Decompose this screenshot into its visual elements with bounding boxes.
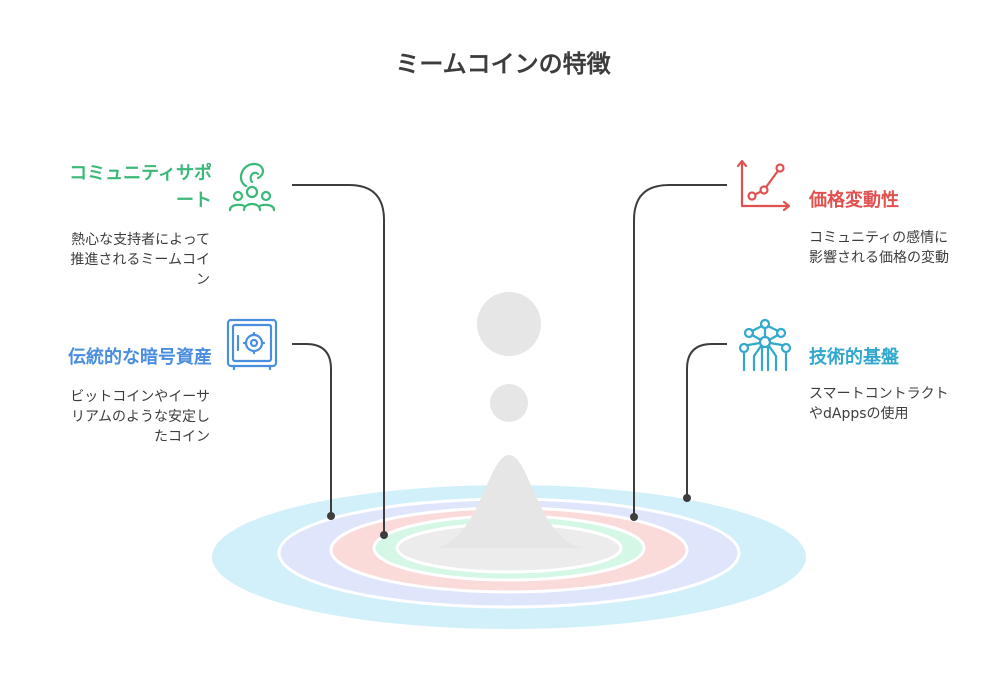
community-title-line: コミュニティサポ [69, 163, 212, 184]
assets-description-line: たコイン [154, 429, 210, 445]
assets-description: ビットコインやイーサ リアムのような安定し たコイン [20, 387, 210, 447]
community-title: コミュニティサポ ート [20, 160, 212, 214]
atom-structure-icon [738, 318, 792, 372]
tech-description: スマートコントラクト やdAppsの使用 [809, 384, 999, 424]
page-title: ミームコインの特徴 [395, 50, 611, 78]
droplet-large [477, 292, 541, 356]
connector-dots [327, 494, 691, 539]
community-description: 熱心な支持者によって 推進されるミームコイ ン [20, 230, 210, 290]
community-description-line: ン [196, 272, 210, 288]
line-chart-icon [736, 159, 791, 212]
volatility-description-line: コミュニティの感情に [809, 230, 949, 246]
tech-title: 技術的基盤 [809, 347, 899, 368]
assets-description-line: リアムのような安定し [70, 409, 210, 425]
tech-description-line: スマートコントラクト [809, 386, 949, 402]
droplet-small [490, 384, 528, 422]
connector-assets [292, 343, 332, 516]
tech-description-line: やdAppsの使用 [809, 406, 909, 422]
droplet [435, 292, 583, 548]
dot-assets [327, 512, 335, 520]
connector-tech [686, 343, 727, 498]
community-people-icon [228, 162, 276, 212]
connector-volatility [633, 184, 727, 517]
community-description-line: 推進されるミームコイ [70, 252, 210, 268]
community-description-line: 熱心な支持者によって [71, 232, 210, 248]
community-title-line: ート [176, 190, 212, 211]
ripple-rings [212, 485, 806, 629]
droplet-peak [435, 455, 583, 548]
volatility-description-line: 影響される価格の変動 [809, 250, 949, 266]
dot-community [380, 531, 388, 539]
dot-tech [683, 494, 691, 502]
assets-title: 伝統的な暗号資産 [68, 347, 212, 368]
assets-description-line: ビットコインやイーサ [70, 389, 210, 405]
safe-icon [226, 318, 278, 371]
volatility-title: 価格変動性 [809, 190, 899, 211]
volatility-description: コミュニティの感情に 影響される価格の変動 [809, 228, 999, 268]
connectors [292, 184, 727, 535]
connector-community [292, 184, 385, 535]
dot-volatility [630, 513, 638, 521]
